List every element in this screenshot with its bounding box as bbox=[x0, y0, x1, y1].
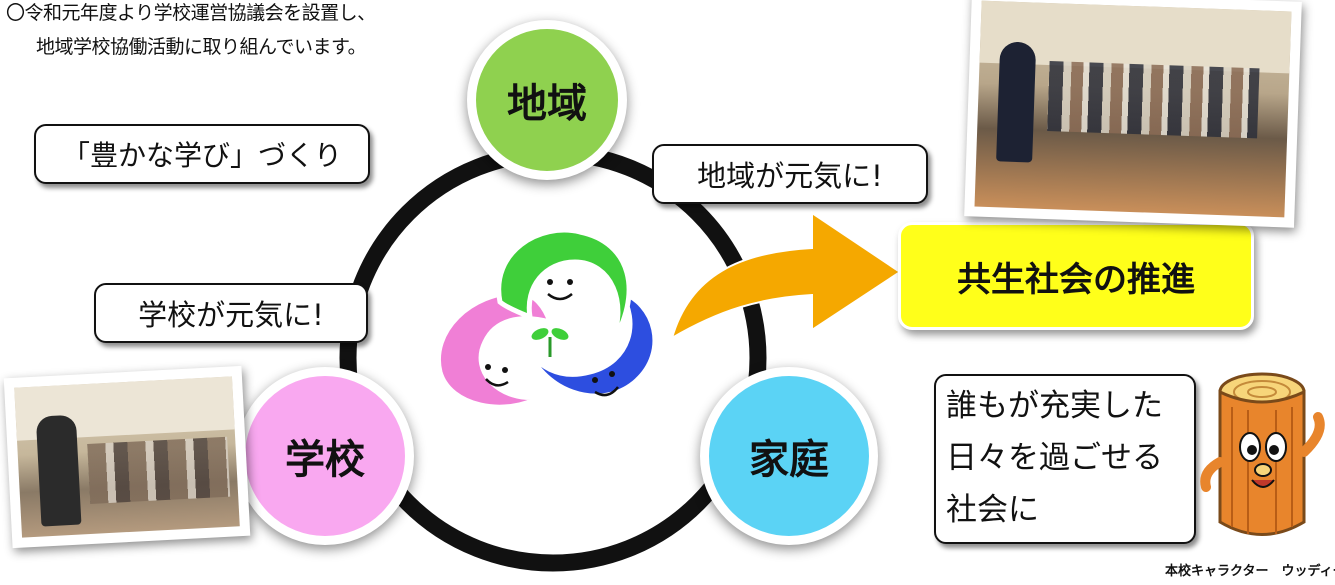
circle-katei-label: 家庭 bbox=[749, 437, 829, 483]
school-logo bbox=[436, 227, 658, 410]
intro-line-1: 〇令和元年度より学校運営協議会を設置し、 bbox=[6, 2, 376, 24]
circle-katei: 家庭 bbox=[700, 367, 878, 545]
callout-chiiki-label: 地域が元気に! bbox=[697, 159, 883, 193]
goal-label: 共生社会の推進 bbox=[957, 259, 1195, 300]
mascot-caption: 本校キャラクター ウッディーくん bbox=[1165, 564, 1335, 579]
callout-chiiki-genki: 地域が元気に! bbox=[652, 144, 928, 204]
goal-box: 共生社会の推進 bbox=[898, 222, 1254, 330]
circle-gakko-label: 学校 bbox=[285, 437, 365, 483]
photo-school-activity bbox=[3, 365, 251, 549]
mascot-woody-kun bbox=[1200, 372, 1325, 536]
intro-text: 〇令和元年度より学校運営協議会を設置し、 地域学校協働活動に取り組んでいます。 bbox=[6, 0, 476, 64]
callout-gakko-label: 学校が元気に! bbox=[138, 298, 324, 332]
circle-chiiki-label: 地域 bbox=[507, 81, 587, 127]
intro-line-2: 地域学校協働活動に取り組んでいます。 bbox=[36, 36, 367, 58]
callout-gakko-genki: 学校が元気に! bbox=[94, 283, 368, 343]
message-line-2: 日々を過ごせる bbox=[946, 440, 1163, 476]
circle-chiiki: 地域 bbox=[467, 20, 627, 180]
photo-community-event bbox=[964, 0, 1302, 228]
message-line-3: 社会に bbox=[946, 492, 1039, 528]
message-line-1: 誰もが充実した bbox=[946, 388, 1163, 424]
callout-yutakana-manabi: 「豊かな学び」づくり bbox=[34, 124, 370, 184]
circle-gakko: 学校 bbox=[236, 367, 414, 545]
callout-yutakana-label: 「豊かな学び」づくり bbox=[61, 139, 342, 172]
callout-message: 誰もが充実した 日々を過ごせる 社会に bbox=[934, 374, 1196, 544]
